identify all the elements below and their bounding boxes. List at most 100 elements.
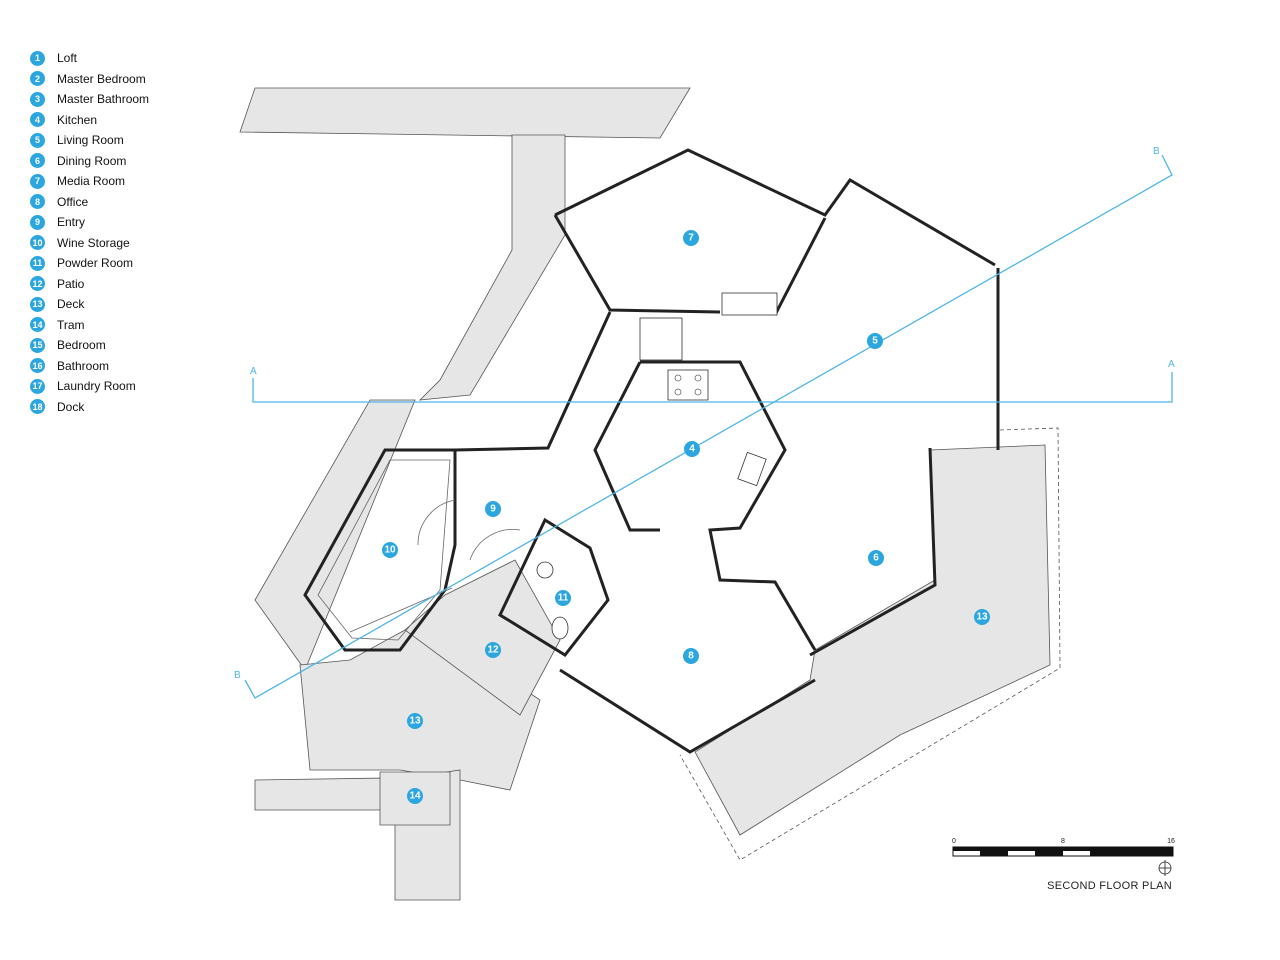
east-deck bbox=[694, 444, 1051, 836]
svg-text:13: 13 bbox=[409, 716, 421, 727]
legend-label: Bedroom bbox=[57, 338, 106, 353]
section-b-bottom-label: B bbox=[234, 670, 241, 681]
legend-label: Media Room bbox=[57, 174, 126, 189]
kitchen-island-walls bbox=[640, 360, 817, 651]
kitchen-sink bbox=[737, 451, 767, 487]
legend-label: Entry bbox=[57, 215, 86, 230]
office-walls bbox=[559, 668, 816, 754]
room-tag-entry: 9 bbox=[485, 501, 501, 517]
section-a-right-label: A bbox=[1168, 359, 1175, 370]
svg-text:9: 9 bbox=[490, 504, 496, 515]
loft-overhang bbox=[239, 87, 691, 139]
walls bbox=[303, 148, 1000, 754]
legend-item: 6 Dining Room bbox=[30, 151, 149, 172]
svg-text:10: 10 bbox=[384, 545, 396, 556]
scale-tick-8: 8 bbox=[1061, 838, 1065, 845]
legend-item: 11 Powder Room bbox=[30, 253, 149, 274]
room-tag-kitchen: 4 bbox=[684, 441, 700, 457]
media-west-wall bbox=[553, 214, 721, 314]
legend-item: 9 Entry bbox=[30, 212, 149, 233]
legend-label: Loft bbox=[57, 51, 78, 66]
legend-number: 4 bbox=[30, 112, 45, 128]
legend-label: Master Bedroom bbox=[57, 71, 146, 86]
room-tag-office: 8 bbox=[683, 648, 699, 664]
legend-label: Kitchen bbox=[57, 112, 98, 127]
legend-item: 15 Bedroom bbox=[30, 335, 149, 356]
toilet bbox=[551, 616, 569, 640]
svg-text:6: 6 bbox=[873, 553, 879, 564]
legend-label: Patio bbox=[57, 276, 85, 291]
dining-wall bbox=[809, 447, 937, 657]
legend-number: 1 bbox=[30, 50, 45, 66]
svg-text:4: 4 bbox=[689, 444, 695, 455]
room-legend: 1 Loft 2 Master Bedroom 3 Master Bathroom 4… bbox=[30, 48, 149, 417]
legend-label: Bathroom bbox=[57, 358, 110, 373]
legend-item: 1 Loft bbox=[30, 48, 149, 69]
legend-number: 10 bbox=[30, 235, 45, 251]
legend-label: Dining Room bbox=[57, 153, 127, 168]
legend-label: Laundry Room bbox=[57, 379, 136, 394]
svg-text:14: 14 bbox=[409, 791, 421, 802]
scale-tick-0: 0 bbox=[952, 838, 956, 845]
legend-label: Master Bathroom bbox=[57, 92, 150, 107]
legend-number: 5 bbox=[30, 132, 45, 148]
section-lines: A A B B bbox=[234, 146, 1175, 699]
legend-item: 17 Laundry Room bbox=[30, 376, 149, 397]
media-counter bbox=[721, 292, 778, 316]
legend-number: 15 bbox=[30, 337, 45, 353]
media-south-wall bbox=[773, 217, 827, 316]
legend-number: 7 bbox=[30, 173, 45, 189]
room-tag-deck-east: 13 bbox=[974, 609, 990, 625]
legend-label: Deck bbox=[57, 297, 85, 312]
room-tag-media-room: 7 bbox=[683, 230, 699, 246]
legend-number: 13 bbox=[30, 296, 45, 312]
exterior-areas bbox=[239, 87, 1061, 901]
legend-number: 3 bbox=[30, 91, 45, 107]
legend-item: 7 Media Room bbox=[30, 171, 149, 192]
svg-text:11: 11 bbox=[558, 593, 569, 604]
legend-item: 10 Wine Storage bbox=[30, 233, 149, 254]
room-tag-dining-room: 6 bbox=[868, 550, 884, 566]
legend-number: 16 bbox=[30, 358, 45, 374]
legend-label: Living Room bbox=[57, 133, 124, 148]
svg-text:12: 12 bbox=[487, 645, 499, 656]
legend-number: 14 bbox=[30, 317, 45, 333]
legend-label: Office bbox=[57, 194, 89, 209]
legend-number: 9 bbox=[30, 214, 45, 230]
plan-title: SECOND FLOOR PLAN bbox=[1047, 880, 1172, 892]
west-walkway bbox=[254, 399, 416, 671]
powder-sink bbox=[536, 561, 554, 579]
room-tag-deck-west: 13 bbox=[407, 713, 423, 729]
stair-block bbox=[639, 317, 683, 361]
legend-number: 17 bbox=[30, 378, 45, 394]
core-west-wall bbox=[454, 311, 612, 452]
room-tag-wine-storage: 10 bbox=[382, 542, 398, 558]
legend-item: 3 Master Bathroom bbox=[30, 89, 149, 110]
deck-guardline bbox=[679, 427, 1061, 861]
tram-rail bbox=[254, 777, 386, 811]
legend-number: 11 bbox=[30, 255, 45, 271]
section-a-line bbox=[252, 372, 1173, 403]
legend-number: 2 bbox=[30, 71, 45, 87]
legend-item: 2 Master Bedroom bbox=[30, 69, 149, 90]
legend-number: 6 bbox=[30, 153, 45, 169]
legend-item: 13 Deck bbox=[30, 294, 149, 315]
legend-label: Powder Room bbox=[57, 256, 134, 271]
room-tag-patio: 12 bbox=[485, 642, 501, 658]
fixtures bbox=[417, 292, 778, 640]
wine-inner-wall bbox=[317, 459, 451, 641]
section-a-left-label: A bbox=[250, 366, 257, 377]
legend-item: 5 Living Room bbox=[30, 130, 149, 151]
cooktop bbox=[667, 369, 709, 401]
svg-text:7: 7 bbox=[688, 233, 694, 244]
legend-item: 16 Bathroom bbox=[30, 356, 149, 377]
svg-text:8: 8 bbox=[688, 651, 694, 662]
legend-label: Wine Storage bbox=[57, 235, 130, 250]
svg-text:13: 13 bbox=[976, 612, 988, 623]
section-b-top-label: B bbox=[1153, 146, 1160, 157]
north-arrow-icon bbox=[1158, 860, 1172, 876]
powder-room-walls bbox=[498, 517, 610, 657]
